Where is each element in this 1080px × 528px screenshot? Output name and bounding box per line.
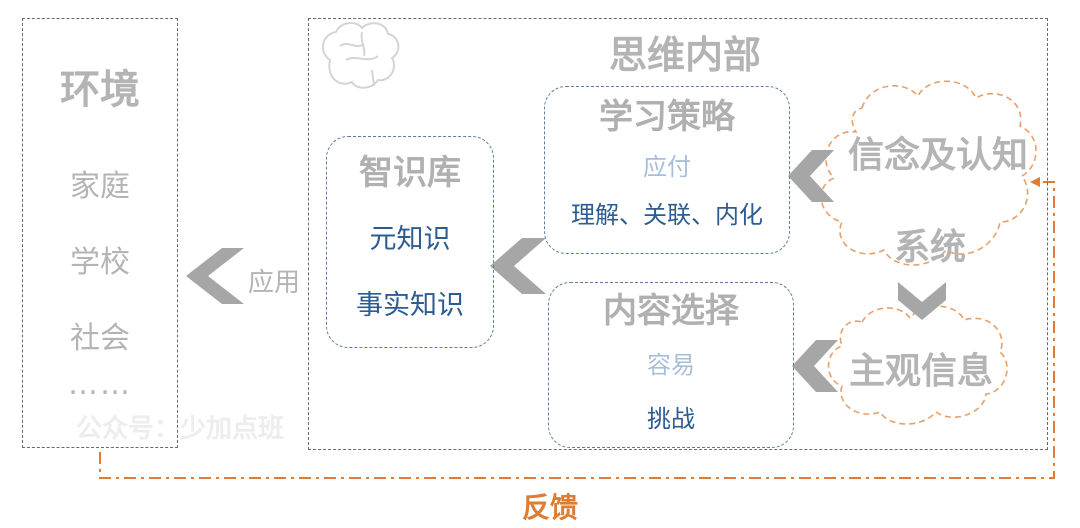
learning-strategy-box: 学习策略 应付 理解、关联、内化	[544, 86, 790, 254]
environment-item: ……	[68, 367, 132, 402]
feedback-label: 反馈	[521, 491, 578, 524]
belief-cloud	[820, 80, 1037, 266]
environment-item: 家庭	[70, 169, 130, 204]
brain-icon	[321, 22, 400, 89]
chevron-left-icon	[490, 238, 546, 294]
belief-system-line2: 系统	[893, 227, 966, 268]
subjective-info-text: 主观信息	[848, 351, 993, 392]
content-dark-item: 挑战	[647, 405, 695, 433]
strategy-light-item: 应付	[643, 153, 691, 181]
mind-title: 思维内部	[608, 33, 761, 77]
environment-title: 环境	[60, 67, 140, 113]
belief-system-line1: 信念及认知	[847, 135, 1028, 176]
knowledge-item: 元知识	[369, 224, 451, 255]
strategy-dark-item: 理解、关联、内化	[571, 201, 763, 229]
chevron-down-icon	[898, 282, 946, 320]
environment-item: 学校	[70, 245, 130, 280]
watermark: 公众号：少加点班	[76, 414, 285, 444]
environment-box: 环境 家庭 学校 社会 ……	[22, 18, 178, 448]
application-label: 应用	[248, 268, 301, 298]
chevron-left-icon	[788, 150, 834, 202]
environment-item: 社会	[70, 321, 130, 356]
learning-strategy-title: 学习策略	[599, 97, 735, 137]
content-selection-box: 内容选择 容易 挑战	[548, 282, 794, 448]
knowledge-base-title: 智识库	[359, 153, 461, 193]
content-selection-title: 内容选择	[603, 291, 739, 331]
content-light-item: 容易	[647, 351, 695, 379]
knowledge-base-box: 智识库 元知识 事实知识	[326, 136, 494, 348]
subjective-info-cloud	[827, 305, 1008, 425]
chevron-left-icon	[792, 340, 838, 392]
knowledge-item: 事实知识	[356, 290, 464, 321]
feedback-arrowhead	[1030, 177, 1040, 187]
chevron-left-icon	[186, 248, 244, 304]
mind-box	[308, 18, 1048, 450]
